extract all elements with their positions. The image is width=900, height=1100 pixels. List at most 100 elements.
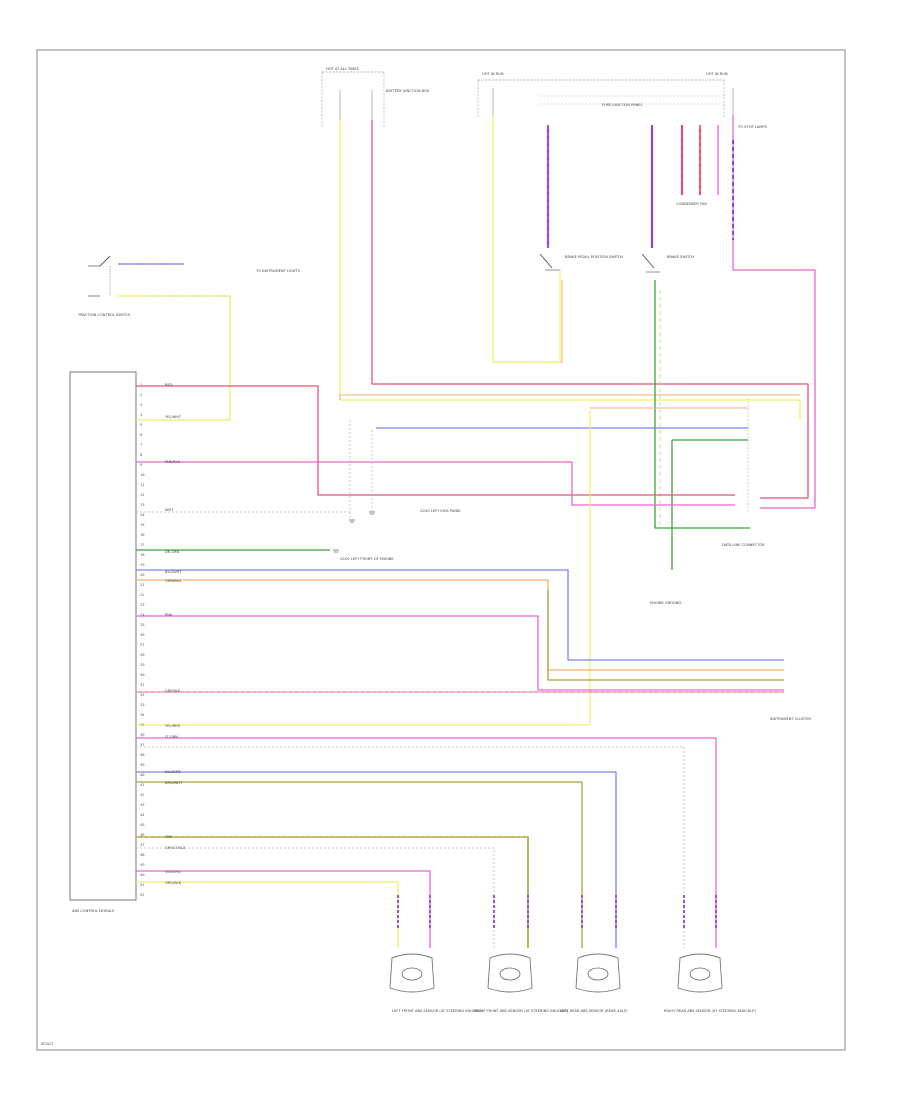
abs-pin-number: 32 [140, 692, 145, 697]
wire-orange-brake-out [560, 280, 563, 363]
fuse-mid-header: HOT IN RUN [482, 72, 504, 76]
abs-pin-number: 42 [140, 792, 145, 797]
right-rear-sensor [677, 953, 723, 993]
wire-pink-stop-lamps [732, 115, 816, 509]
wire-blue-lr-sensor [136, 771, 617, 948]
data-link-label: DATA LINK CONNECTOR [722, 543, 765, 547]
wire-label-pnk-blk: PNK/BLK [165, 460, 181, 464]
abs-pin-number: 10 [140, 472, 145, 477]
abs-pin-number: 48 [140, 852, 145, 857]
fuse-box-right: HOT IN RUN [706, 72, 734, 118]
wire-label-gry-blk: GRY/BLK [165, 689, 181, 693]
fuse-box-left: HOT AT ALL TIMES BATTERY JUNCTION BOX [321, 67, 430, 128]
abs-pin-number: 44 [140, 812, 145, 817]
right-front-sensor-coil [499, 967, 521, 981]
right-rear-sensor-coil [689, 967, 711, 981]
wire-green-brake-to-ground [654, 280, 750, 529]
abs-pin-number: 24 [140, 612, 145, 617]
abs-pin-number: 33 [140, 702, 145, 707]
right-rear-sensor-body [677, 953, 723, 993]
ground-symbol-kick-1 [349, 519, 355, 523]
wire-label-org-blk: ORG/BLK [165, 881, 182, 885]
abs-pin-number: 18 [140, 552, 145, 557]
wire-grey-rf-sensor [136, 847, 495, 948]
left-rear-sensor-coil [587, 967, 609, 981]
data-link-connector: DATA LINK CONNECTOR [722, 398, 765, 547]
stop-lamps-label: TO STOP LAMPS [737, 125, 768, 129]
abs-pin-number: 50 [140, 872, 145, 877]
abs-pin-number: 19 [140, 562, 145, 567]
wire-grey-rr-sensor [136, 746, 685, 948]
abs-pin-number: 13 [140, 502, 145, 507]
traction-switch-label: TRACTION CONTROL SWITCH [77, 313, 130, 317]
wire-label-yel-red: YEL/RED [165, 724, 180, 728]
wire-label-red: RED [165, 383, 173, 387]
ground-left-kick-label: G200 LEFT KICK PANEL [420, 509, 461, 513]
abs-pin-number: 8 [140, 452, 143, 457]
wire-yellow-pin-long [136, 410, 591, 726]
abs-pin-number: 40 [140, 772, 145, 777]
condenser-fan-label: CONDENSER FAN [676, 202, 707, 206]
left-front-sensor-coil [401, 967, 423, 981]
left-front-sensor-body [389, 953, 435, 993]
abs-pin-number: 25 [140, 622, 145, 627]
traction-control-switch: TRACTION CONTROL SWITCH [77, 255, 130, 317]
wire-olive-speed [547, 590, 784, 681]
ground-left-front-label: G100 LEFT FRONT OF ENGINE [340, 557, 394, 561]
abs-control-module: ABS CONTROL MODULE [69, 371, 137, 913]
abs-sensors [389, 953, 723, 993]
wire-pink-pin27 [136, 615, 784, 691]
wire-label-yel-wht: YEL/WHT [165, 415, 182, 419]
fuse-box-mid: HOT IN RUN FUSE JUNCTION PANEL [477, 72, 724, 118]
abs-pin-number: 15 [140, 522, 145, 527]
abs-pin-number: 14 [140, 512, 145, 517]
abs-pin-number: 5 [140, 422, 142, 427]
wire-red-fuse-left [371, 120, 809, 499]
abs-pin-number: 11 [140, 482, 145, 487]
wire-label-tan: TAN [164, 835, 172, 839]
wire-label-lt-grn: LT GRN [165, 735, 178, 739]
abs-pin-number: 9 [140, 462, 143, 467]
diagram-id: IE0417 [41, 1042, 53, 1046]
wire-label-pnk: PNK [165, 613, 173, 617]
abs-pin-number: 6 [140, 432, 143, 437]
abs-pin-number: 39 [140, 762, 145, 767]
wire-yellow-lf-sensor [136, 881, 399, 948]
right-front-sensor [487, 953, 533, 993]
wire-label-gry-lt-blu: GRY/LT BLU [165, 846, 186, 850]
abs-module-label: ABS CONTROL MODULE [72, 909, 115, 913]
brake-switch: BRAKE SWITCH [641, 253, 694, 273]
abs-pin-number: 23 [140, 602, 145, 607]
abs-pin-number: 20 [140, 572, 145, 577]
abs-pin-number: 26 [140, 632, 145, 637]
wire-label-dk-grn: DK GRN [165, 550, 180, 554]
rr-sensor-label: RIGHT REAR ABS SENSOR (AT STEERING KNUCK… [664, 1009, 756, 1013]
wire-yellow-fuse-left [339, 120, 801, 420]
abs-pin-number: 37 [140, 742, 145, 747]
lf-sensor-label: LEFT FRONT ABS SENSOR (AT STEERING KNUCK… [392, 1009, 484, 1013]
wire-orange-pin23 [136, 579, 784, 671]
abs-pin-number: 30 [140, 672, 145, 677]
abs-pin-number: 22 [140, 592, 145, 597]
abs-pin-number: 2 [140, 392, 142, 397]
abs-pin-number: 36 [140, 732, 145, 737]
abs-pin-number: 7 [140, 442, 142, 447]
brake-pedal-position-switch: BRAKE PEDAL POSITION SWITCH [539, 253, 623, 271]
abs-pin-number: 31 [140, 682, 145, 687]
abs-pin-number: 12 [140, 492, 145, 497]
fuse-right-header: HOT IN RUN [706, 72, 728, 76]
abs-pin-number: 51 [140, 882, 145, 887]
fuse-left-desc: BATTERY JUNCTION BOX [386, 89, 430, 93]
abs-pin-number: 47 [140, 842, 145, 847]
wire-yellow-brake-feed [492, 115, 561, 363]
wire-blue-pin22 [136, 569, 784, 661]
wire-label-brn-wht: BRN/WHT [165, 781, 183, 785]
left-rear-sensor-body [575, 953, 621, 993]
wire-olive-rf-sensor [136, 836, 529, 948]
abs-pin-number: 43 [140, 802, 145, 807]
wire-pink-pin10 [136, 461, 735, 506]
fuse-mid-desc: FUSE JUNCTION PANEL [602, 103, 643, 107]
wire-pink-rr-sensor [136, 737, 717, 948]
wires [118, 115, 816, 948]
